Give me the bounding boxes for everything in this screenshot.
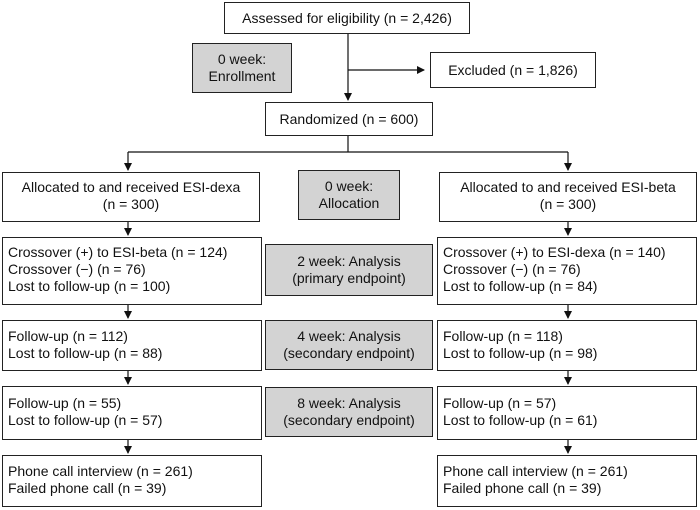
right-phone-line1: Phone call interview (n = 261): [443, 463, 628, 479]
assessed-text: Assessed for eligibility (n = 2,426): [242, 10, 452, 26]
phase-enrollment-line2: Enrollment: [208, 68, 276, 84]
phase-enrollment: 0 week: Enrollment: [192, 43, 292, 93]
left-week2-line3: Lost to follow-up (n = 100): [8, 278, 171, 294]
right-allocated-line2: (n = 300): [539, 196, 597, 212]
left-week4-box: Follow-up (n = 112) Lost to follow-up (n…: [2, 320, 262, 371]
phase-allocation: 0 week: Allocation: [298, 170, 400, 220]
right-week4-line1: Follow-up (n = 118): [443, 328, 563, 344]
left-week8-box: Follow-up (n = 55) Lost to follow-up (n …: [2, 386, 262, 440]
phase-analysis-8wk: 8 week: Analysis (secondary endpoint): [265, 387, 433, 437]
right-week8-line1: Follow-up (n = 57): [443, 395, 557, 411]
left-week2-line2: Crossover (−) (n = 76): [8, 261, 146, 277]
phase-analysis-8wk-line1: 8 week: Analysis: [297, 395, 401, 411]
phase-allocation-line1: 0 week:: [324, 178, 374, 194]
phase-allocation-line2: Allocation: [318, 195, 380, 211]
phase-analysis-2wk-line1: 2 week: Analysis: [297, 253, 401, 269]
phase-analysis-4wk-line1: 4 week: Analysis: [297, 328, 401, 344]
left-week2-box: Crossover (+) to ESI-beta (n = 124) Cros…: [2, 237, 262, 305]
right-phone-line2: Failed phone call (n = 39): [443, 480, 602, 496]
right-week2-line2: Crossover (−) (n = 76): [443, 261, 581, 277]
right-week2-line3: Lost to follow-up (n = 84): [443, 278, 598, 294]
left-phone-box: Phone call interview (n = 261) Failed ph…: [2, 455, 262, 507]
left-phone-line1: Phone call interview (n = 261): [8, 463, 193, 479]
right-week4-line2: Lost to follow-up (n = 98): [443, 345, 598, 361]
phase-analysis-2wk-line2: (primary endpoint): [292, 270, 406, 286]
excluded-box: Excluded (n = 1,826): [430, 52, 596, 88]
left-week8-line1: Follow-up (n = 55): [8, 395, 122, 411]
phase-analysis-4wk-line2: (secondary endpoint): [283, 345, 415, 361]
left-phone-line2: Failed phone call (n = 39): [8, 480, 167, 496]
right-week8-box: Follow-up (n = 57) Lost to follow-up (n …: [437, 386, 697, 440]
phase-analysis-2wk: 2 week: Analysis (primary endpoint): [265, 244, 433, 296]
phase-analysis-4wk: 4 week: Analysis (secondary endpoint): [265, 320, 433, 370]
right-allocated-box: Allocated to and received ESI-beta (n = …: [439, 172, 697, 222]
excluded-text: Excluded (n = 1,826): [448, 62, 578, 78]
phase-enrollment-line1: 0 week:: [217, 51, 267, 67]
right-week2-box: Crossover (+) to ESI-dexa (n = 140) Cros…: [437, 237, 697, 305]
left-allocated-box: Allocated to and received ESI-dexa (n = …: [2, 172, 260, 222]
randomized-box: Randomized (n = 600): [265, 102, 433, 136]
left-allocated-line2: (n = 300): [102, 196, 160, 212]
randomized-text: Randomized (n = 600): [279, 111, 419, 127]
phase-analysis-8wk-line2: (secondary endpoint): [283, 412, 415, 428]
right-week8-line2: Lost to follow-up (n = 61): [443, 412, 598, 428]
assessed-box: Assessed for eligibility (n = 2,426): [224, 2, 470, 34]
left-week4-line2: Lost to follow-up (n = 88): [8, 345, 163, 361]
left-week8-line2: Lost to follow-up (n = 57): [8, 412, 163, 428]
right-allocated-line1: Allocated to and received ESI-beta: [460, 179, 676, 195]
left-week4-line1: Follow-up (n = 112): [8, 328, 128, 344]
right-phone-box: Phone call interview (n = 261) Failed ph…: [437, 455, 697, 507]
right-week2-line1: Crossover (+) to ESI-dexa (n = 140): [443, 244, 666, 260]
left-week2-line1: Crossover (+) to ESI-beta (n = 124): [8, 244, 228, 260]
left-allocated-line1: Allocated to and received ESI-dexa: [21, 179, 241, 195]
right-week4-box: Follow-up (n = 118) Lost to follow-up (n…: [437, 320, 697, 371]
